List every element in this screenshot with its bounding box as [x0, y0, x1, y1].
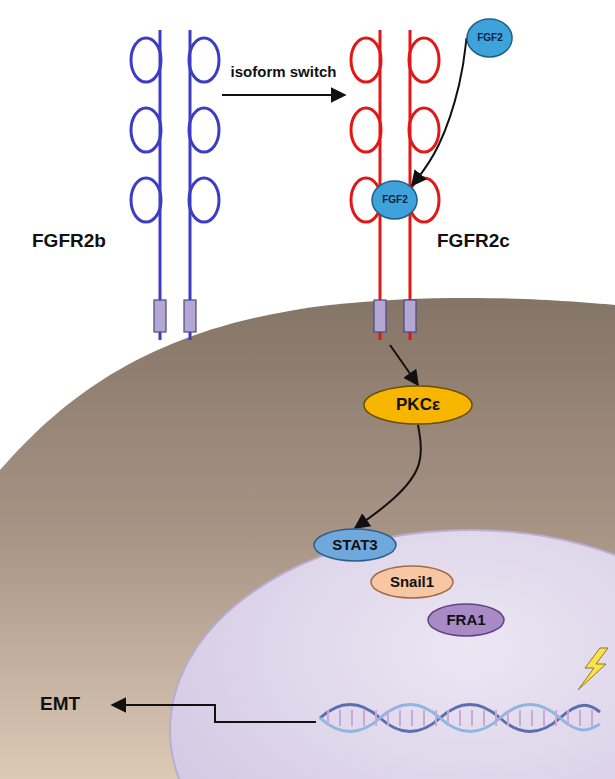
snail1-protein: Snail1 — [370, 565, 454, 599]
fgfr2b-receptor-node: FGFR2b — [20, 18, 222, 345]
pkc-epsilon: PKCε — [363, 385, 473, 425]
node-label: Snail1 — [390, 573, 434, 590]
oval-outline — [372, 181, 417, 219]
stat3-protein: STAT3 — [313, 528, 397, 562]
oval-outline — [314, 529, 396, 561]
transmembrane-domain — [374, 300, 386, 332]
fgfr2c-receptor-node: FGFR2c — [345, 18, 525, 345]
oval-outline — [428, 604, 504, 636]
edge-label: isoform switch — [229, 63, 339, 80]
outcome-label: EMT — [40, 693, 80, 715]
receptor-label: FGFR2b — [32, 230, 106, 252]
node-label: STAT3 — [332, 536, 377, 553]
oval-outline — [364, 386, 472, 424]
fgf2-ligand: FGF2 — [466, 18, 513, 58]
arrow-connector — [355, 425, 421, 528]
node-label: FRA1 — [446, 611, 485, 628]
transmembrane-domain — [184, 300, 196, 332]
transmembrane-domain — [154, 300, 166, 332]
dna-helix — [320, 705, 600, 732]
receptor-label: FGFR2c — [437, 230, 510, 252]
fgfr2c-receptor — [351, 30, 439, 340]
fgf2-ligand: FGF2 — [371, 180, 418, 220]
lightning-bolt — [578, 648, 608, 690]
emt-arrow — [112, 705, 316, 722]
oval-outline — [467, 19, 512, 57]
nucleus — [170, 530, 615, 779]
transmembrane-domain — [404, 300, 416, 332]
arrow-connector — [222, 94, 345, 96]
node-label: FGF2 — [382, 194, 408, 206]
arrow-connector — [412, 38, 467, 186]
node-label: FGF2 — [477, 32, 503, 44]
arrow-connector — [390, 345, 418, 385]
fgfr2b-receptor — [131, 30, 219, 340]
fra1-protein: FRA1 — [427, 603, 505, 637]
node-label: PKCε — [396, 395, 440, 415]
oval-outline — [371, 566, 453, 598]
